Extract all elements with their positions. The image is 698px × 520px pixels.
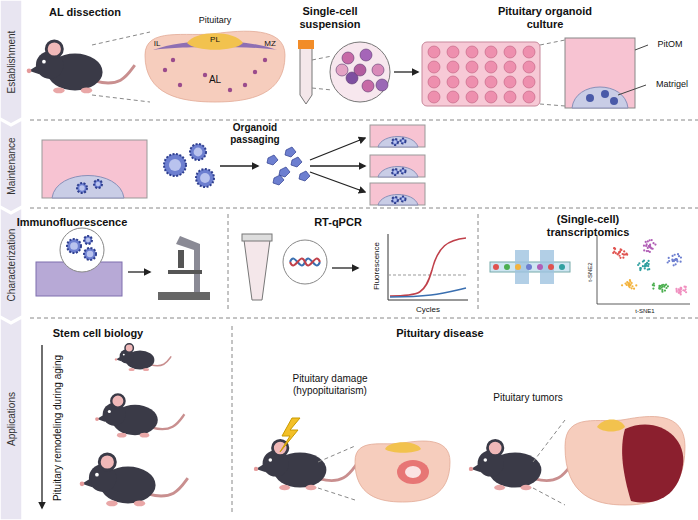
stage-chevron: Establishment [0,0,22,124]
pituitary-section [145,31,285,102]
stage-chevron: Applications [0,318,22,520]
mouse-aged [80,454,188,506]
text-label: Single-cell suspension [290,5,370,30]
characterization-art [36,228,690,304]
text-label: Pituitary disease [396,327,483,340]
leader-line [618,85,646,95]
lightning [280,418,300,452]
divider [540,104,565,106]
divider [92,32,150,45]
text-label: Fluorescence [372,242,381,290]
divider [478,214,479,312]
divider [533,420,565,462]
culture-well [565,38,635,108]
stage-label: Characterization [6,229,17,302]
text-label: Pituitary organoid culture [488,5,603,30]
text-label: PitOM [657,39,682,49]
arrow [310,165,365,166]
text-label: Immunofluorescence [17,216,128,229]
text-label: RT-qPCR [314,216,362,229]
divider [228,214,229,312]
mouse-adult [95,394,184,437]
text-label: Pituitary [199,15,232,25]
mouse-tumor [469,440,572,490]
arrow [220,165,258,166]
text-label: AL [209,74,221,86]
divider [232,326,233,515]
microscope [158,236,210,300]
divider [92,95,150,102]
pituitary-tumor [565,417,685,506]
mouse-donor [27,41,135,93]
text-label: AL dissection [49,6,121,19]
arrow [41,345,42,508]
stage-chevron: Maintenance [0,120,22,212]
divider [30,208,698,209]
arrow [332,267,358,268]
divider [312,56,332,60]
text-label: Pituitary damage (hypopituitarism) [275,373,385,396]
text-label: MZ [264,39,276,48]
divider [540,40,565,45]
stage-label: Establishment [6,31,17,94]
text-label: Pituitary tumors [493,392,562,404]
text-label: Organoid passaging [220,122,290,145]
stage-label: Maintenance [6,137,17,194]
text-label: IL [154,39,161,48]
arrow [310,172,365,192]
text-label: Cycles [416,305,440,314]
arrow [128,271,150,272]
text-label: (Single-cell) transcriptomics [538,213,638,238]
mouse-damage [254,440,357,490]
text-label: t-SNE2 [587,262,594,281]
tube [298,40,314,104]
stage-label: Applications [6,392,17,446]
culture-plate [422,42,540,106]
cell-suspension [330,42,390,102]
text-label: Stem cell biology [53,327,143,340]
pituitary-damaged [355,441,450,502]
divider [533,488,565,505]
arrow [310,138,365,160]
text-label: Matrigel [656,79,688,89]
divider [312,88,332,90]
text-label: t-SNE1 [635,308,654,315]
divider [318,446,355,462]
text-label: PL [210,35,220,44]
divider [30,318,698,319]
text-label: Pituitary remodeling during aging [52,355,64,501]
leader-line [635,45,648,50]
divider [318,488,355,500]
arrow [394,71,418,72]
divider [30,120,698,121]
mouse-young [115,344,171,371]
